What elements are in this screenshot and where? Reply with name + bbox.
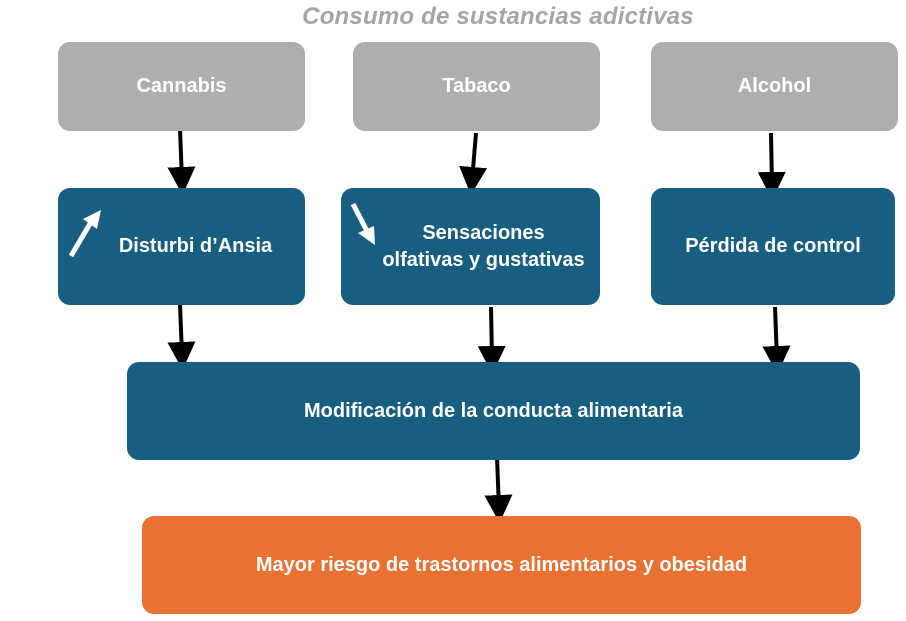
arrow-sensations-to-behavior xyxy=(477,306,506,374)
effect-label: Pérdida de control xyxy=(685,235,861,257)
outcome-label: Mayor riesgo de trastornos alimentarios … xyxy=(255,553,748,576)
behavior-label: Modificación de la conducta alimentaria xyxy=(304,399,683,422)
effect-label-line2: olfativas y gustativas xyxy=(382,248,585,271)
arrow-down-icon xyxy=(350,202,375,245)
arrow-behavior-to-outcome xyxy=(484,456,513,523)
effect-label: Disturbi d’Ansia xyxy=(118,235,273,257)
substance-label: Cannabis xyxy=(136,75,227,97)
substance-box-alcohol: Alcohol xyxy=(651,42,898,131)
substance-box-cannabis: Cannabis xyxy=(58,42,305,131)
arrow-loss-of-control-to-behavior xyxy=(762,306,791,374)
effect-box-anxiety: Disturbi d’Ansia xyxy=(58,188,305,305)
arrow-up-icon xyxy=(68,210,101,258)
effect-label-line1: Sensaciones xyxy=(422,221,545,244)
outcome-box: Mayor riesgo de trastornos alimentarios … xyxy=(142,516,861,614)
arrow-tabaco-to-sensations xyxy=(459,132,488,195)
substance-box-tabaco: Tabaco xyxy=(353,42,600,131)
arrow-alcohol-to-loss-of-control xyxy=(757,132,786,200)
diagram-title: Consumo de sustancias adictivas xyxy=(302,3,694,30)
effect-box-loss-of-control: Pérdida de control xyxy=(651,188,895,305)
behavior-box: Modificación de la conducta alimentaria xyxy=(127,362,860,460)
effect-box-sensations: Sensaciones olfativas y gustativas xyxy=(341,188,600,305)
substance-label: Alcohol xyxy=(737,75,812,97)
arrow-cannabis-to-anxiety xyxy=(167,128,196,195)
arrow-anxiety-to-behavior xyxy=(167,303,196,370)
substance-label: Tabaco xyxy=(442,75,511,97)
